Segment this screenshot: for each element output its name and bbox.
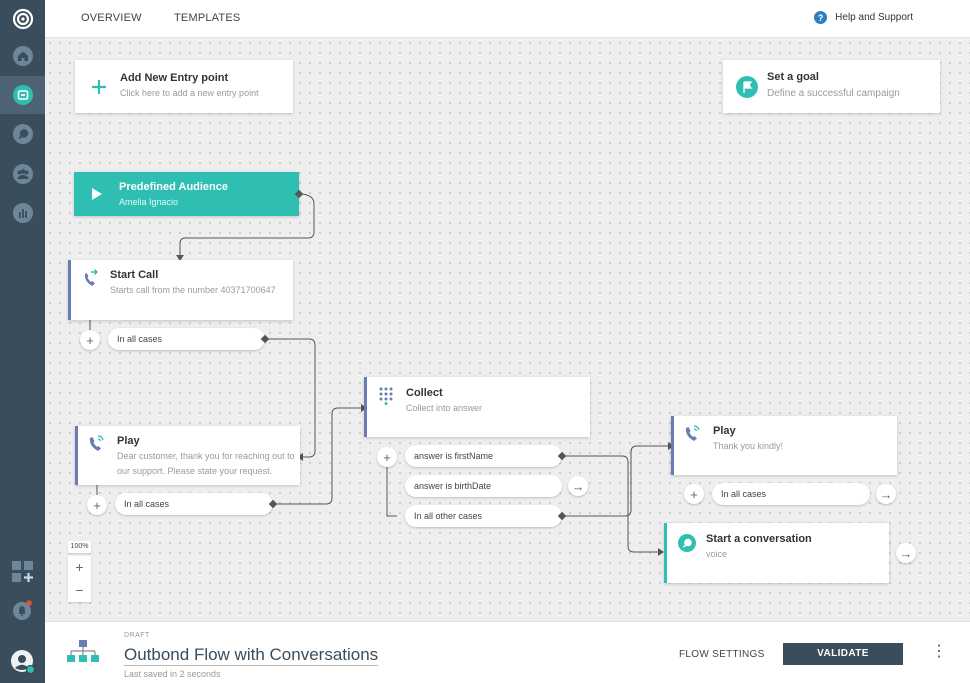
user-avatar-icon[interactable] [0, 643, 45, 681]
zoom-level: 100% [68, 541, 91, 553]
zoom-out-button[interactable]: − [75, 582, 84, 598]
notifications-icon[interactable] [0, 591, 45, 629]
help-and-support-link[interactable]: ? Help and Support [814, 11, 913, 24]
entry-subtitle: Click here to add a new entry point [120, 88, 259, 98]
play-card-2[interactable]: Play Thank you kindly! [671, 416, 897, 475]
phone-audio-icon [685, 425, 700, 441]
phone-audio-icon [89, 435, 104, 451]
audience-subtitle: Amelia Ignacio [119, 197, 179, 207]
flow-diagram-icon [67, 640, 99, 662]
add-widget-icon[interactable] [0, 553, 45, 591]
top-bar: OVERVIEW TEMPLATES ? Help and Support [45, 0, 970, 38]
play-icon [92, 188, 102, 200]
branch-in-all-cases[interactable]: In all cases [115, 493, 273, 515]
connect-arrow-button[interactable]: → [896, 543, 916, 563]
flow-name[interactable]: Outbond Flow with Conversations [124, 645, 379, 666]
audience-title: Predefined Audience [119, 181, 229, 193]
goal-subtitle: Define a successful campaign [767, 88, 900, 99]
add-branch-button[interactable]: + [87, 495, 107, 515]
conversation-title: Start a conversation [706, 533, 812, 545]
connect-arrow-button[interactable]: → [568, 476, 588, 496]
help-icon: ? [814, 11, 828, 24]
set-goal-card[interactable]: Set a goal Define a successful campaign [723, 60, 940, 113]
play-subtitle: Dear customer, thank you for reaching ou… [117, 451, 295, 476]
conversations-icon[interactable] [0, 115, 45, 153]
flag-icon [736, 76, 758, 98]
draft-status: DRAFT [124, 632, 150, 639]
flow-canvas[interactable]: Add New Entry point Click here to add a … [45, 38, 970, 621]
add-branch-button[interactable]: + [377, 447, 397, 467]
branch-answer-birthdate[interactable]: answer is birthDate [405, 475, 562, 497]
play-card[interactable]: Play Dear customer, thank you for reachi… [75, 426, 300, 485]
connection-wires [89, 193, 695, 556]
contacts-icon[interactable] [0, 155, 45, 193]
connect-arrow-button[interactable]: → [876, 484, 896, 504]
play-2-title: Play [713, 425, 736, 437]
help-label: Help and Support [835, 12, 913, 23]
footer-bar: DRAFT Outbond Flow with Conversations La… [45, 621, 970, 683]
play-title: Play [117, 435, 140, 447]
plus-icon [92, 80, 106, 94]
keypad-icon [379, 387, 393, 405]
logo-icon[interactable] [0, 0, 45, 38]
predefined-audience-card[interactable]: Predefined Audience Amelia Ignacio [74, 172, 299, 216]
add-entry-point-card[interactable]: Add New Entry point Click here to add a … [75, 60, 293, 113]
start-call-card[interactable]: Start Call Starts call from the number 4… [68, 260, 293, 320]
collect-title: Collect [406, 387, 443, 399]
zoom-in-button[interactable]: + [75, 559, 84, 575]
branch-in-all-other-cases[interactable]: In all other cases [405, 505, 562, 527]
zoom-controls: + − [68, 556, 91, 602]
entry-title: Add New Entry point [120, 72, 229, 84]
start-call-title: Start Call [110, 269, 159, 281]
branch-in-all-cases[interactable]: In all cases [108, 328, 265, 350]
play-2-subtitle: Thank you kindly! [713, 441, 784, 451]
flow-settings-button[interactable]: FLOW SETTINGS [679, 649, 765, 660]
collect-card[interactable]: Collect Collect into answer [364, 377, 590, 437]
outgoing-call-icon [84, 269, 98, 286]
conversation-subtitle: voice [706, 549, 728, 559]
start-call-subtitle: Starts call from the number 40371700647 [110, 285, 276, 295]
reports-icon[interactable] [0, 194, 45, 232]
home-icon[interactable] [0, 37, 45, 75]
collect-subtitle: Collect into answer [406, 403, 483, 413]
tab-overview[interactable]: OVERVIEW [81, 12, 142, 24]
tab-templates[interactable]: TEMPLATES [174, 12, 241, 24]
save-status: Last saved in 2 seconds [124, 669, 221, 679]
branch-answer-firstname[interactable]: answer is firstName [405, 445, 562, 467]
add-branch-button[interactable]: + [684, 484, 704, 504]
validate-button[interactable]: VALIDATE [783, 643, 903, 665]
sidebar [0, 0, 45, 683]
conversation-icon [678, 534, 696, 552]
flows-icon[interactable] [0, 76, 45, 114]
more-options-icon[interactable]: ⋮ [931, 643, 947, 660]
add-branch-button[interactable]: + [80, 330, 100, 350]
start-conversation-card[interactable]: Start a conversation voice [664, 523, 889, 583]
branch-in-all-cases[interactable]: In all cases [712, 483, 870, 505]
goal-title: Set a goal [767, 71, 819, 83]
